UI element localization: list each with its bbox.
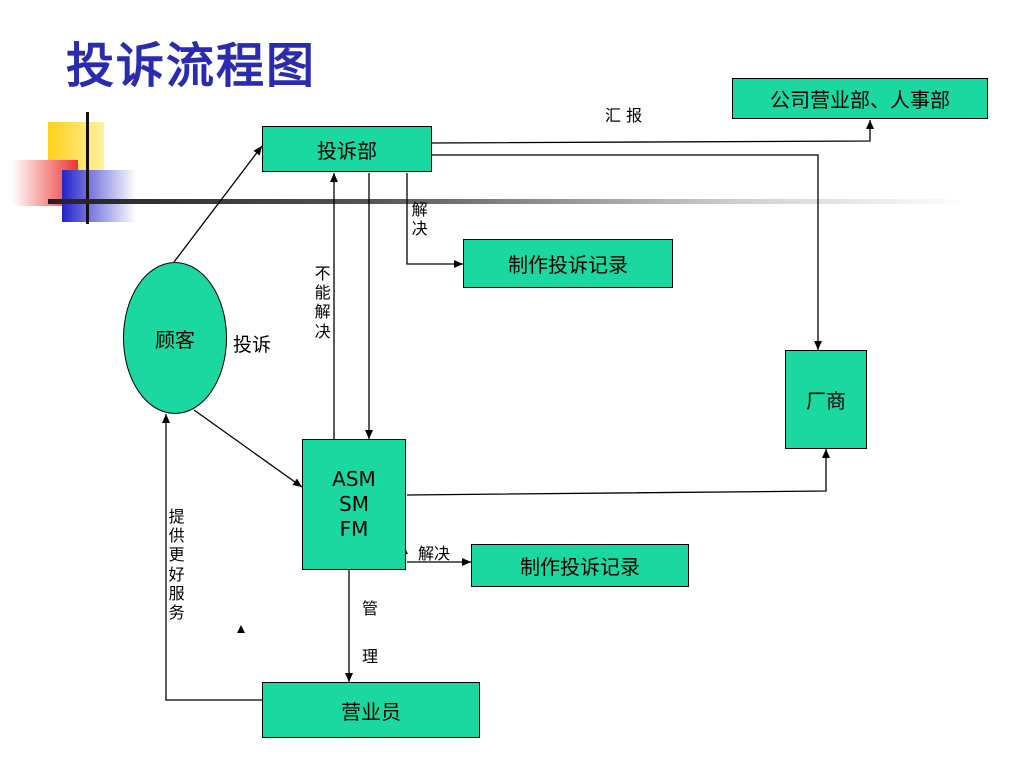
- edge-customer-to-complaint: [173, 145, 263, 263]
- deco-vertical-rule: [86, 112, 89, 224]
- customer-ellipse: 顾客: [123, 262, 227, 414]
- edge-label-complain: 投诉: [233, 334, 272, 356]
- record-bottom-label: 制作投诉记录: [520, 555, 640, 579]
- edge-label-resolve-top: 解决: [411, 200, 428, 239]
- salesperson-box: 营业员: [262, 682, 480, 738]
- customer-label: 顾客: [155, 327, 195, 352]
- record-top-label: 制作投诉记录: [508, 253, 628, 277]
- deco-horizontal-rule: [48, 199, 968, 204]
- complaint-dept-label: 投诉部: [317, 138, 377, 163]
- slide-title: 投诉流程图: [66, 38, 317, 94]
- deco-blue-square: [62, 170, 136, 222]
- manager-asm-label: ASM: [332, 467, 376, 491]
- stray-triangle-mark-1: [237, 625, 245, 633]
- edge-label-cannot-resolve: 不能解决: [314, 264, 331, 341]
- edge-better-service: [162, 414, 262, 701]
- vendor-box: 厂商: [785, 350, 867, 449]
- edge-resolve-top: [406, 173, 463, 268]
- record-top-box: 制作投诉记录: [463, 239, 673, 288]
- company-dept-box: 公司营业部、人事部: [732, 78, 988, 119]
- complaint-dept-box: 投诉部: [262, 126, 432, 172]
- edge-label-better-service: 提供更好服务: [168, 507, 185, 622]
- edge-managers-to-vendor: [406, 449, 830, 496]
- record-bottom-box: 制作投诉记录: [471, 544, 689, 587]
- manager-fm-label: FM: [339, 517, 369, 541]
- edge-customer-to-managers: [193, 409, 303, 488]
- edge-complaint-to-vendor: [432, 154, 822, 350]
- salesperson-label: 营业员: [341, 699, 401, 724]
- edge-report: [431, 120, 874, 144]
- vendor-label: 厂商: [806, 389, 846, 413]
- edge-label-manage-2: 理: [362, 647, 379, 666]
- edge-label-resolve-bottom: 解决: [418, 544, 451, 563]
- edge-label-manage-1: 管: [362, 599, 379, 618]
- managers-label-stack: ASM SM FM: [332, 467, 376, 542]
- company-dept-label: 公司营业部、人事部: [770, 88, 950, 112]
- edge-label-report: 汇 报: [605, 106, 643, 125]
- manager-sm-label: SM: [339, 492, 369, 516]
- managers-box: ASM SM FM: [302, 439, 406, 570]
